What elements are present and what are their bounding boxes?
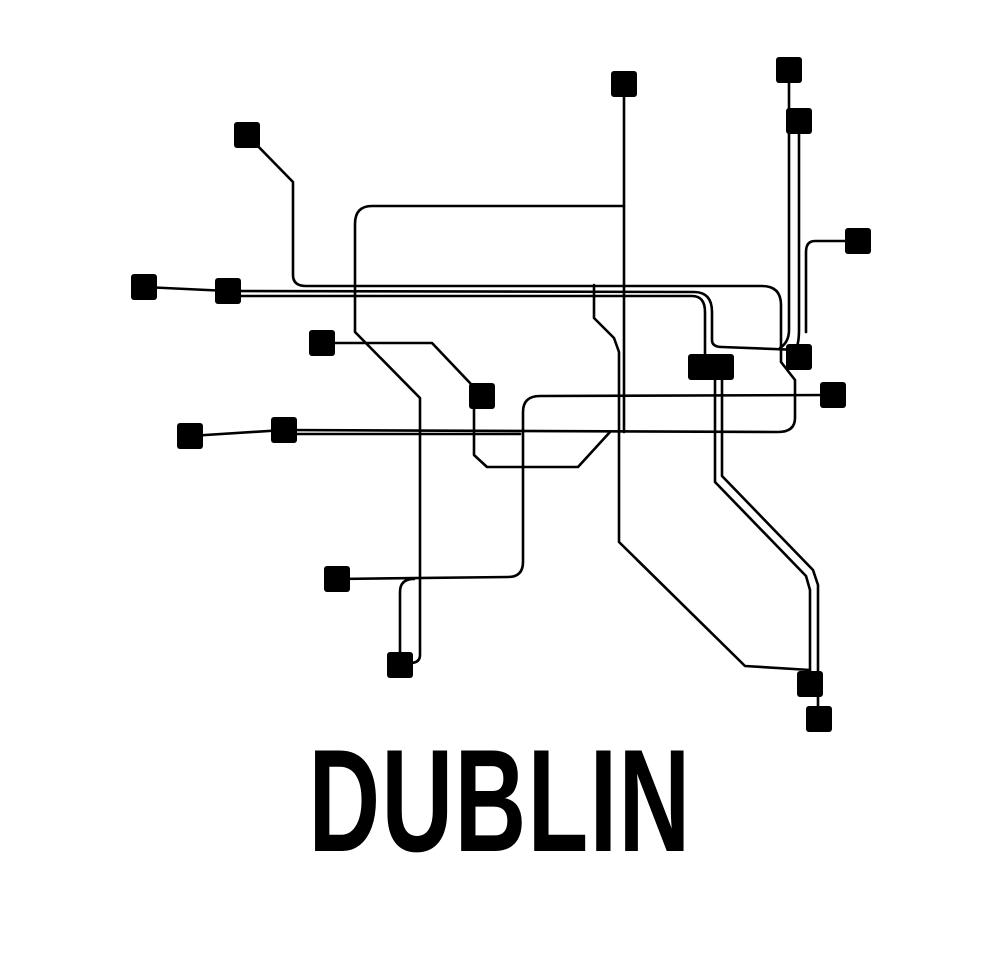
- transit-line: [226, 294, 707, 369]
- station-marker: [797, 671, 823, 697]
- city-title: DUBLIN: [308, 719, 692, 882]
- station-marker: [708, 354, 734, 380]
- station-marker: [845, 228, 871, 254]
- station-marker: [776, 57, 802, 83]
- transit-line: [320, 341, 484, 398]
- transit-line: [335, 393, 835, 581]
- transit-line: [778, 68, 791, 350]
- station-marker: [786, 108, 812, 134]
- station-marker: [215, 278, 241, 304]
- station-marker: [611, 71, 637, 97]
- transit-lines: [142, 68, 860, 721]
- station-marker: [309, 330, 335, 356]
- station-marker: [387, 652, 413, 678]
- transit-line: [188, 428, 286, 438]
- transit-line: [592, 283, 812, 672]
- transit-line: [793, 119, 801, 352]
- transit-line: [398, 577, 416, 667]
- transit-line: [353, 204, 626, 665]
- transit-line: [472, 394, 612, 469]
- stations: [131, 57, 871, 732]
- transit-line: [245, 133, 797, 434]
- transit-line: [804, 239, 860, 334]
- station-marker: [234, 122, 260, 148]
- station-marker: [786, 344, 812, 370]
- station-marker: [820, 382, 846, 408]
- transit-line: [713, 365, 812, 686]
- transit-line: [142, 285, 801, 352]
- station-marker: [469, 383, 495, 409]
- station-marker: [177, 423, 203, 449]
- station-marker: [131, 274, 157, 300]
- station-marker: [806, 706, 832, 732]
- station-marker: [271, 417, 297, 443]
- transit-line: [720, 365, 820, 721]
- station-marker: [324, 566, 350, 592]
- station-marker: [688, 354, 714, 380]
